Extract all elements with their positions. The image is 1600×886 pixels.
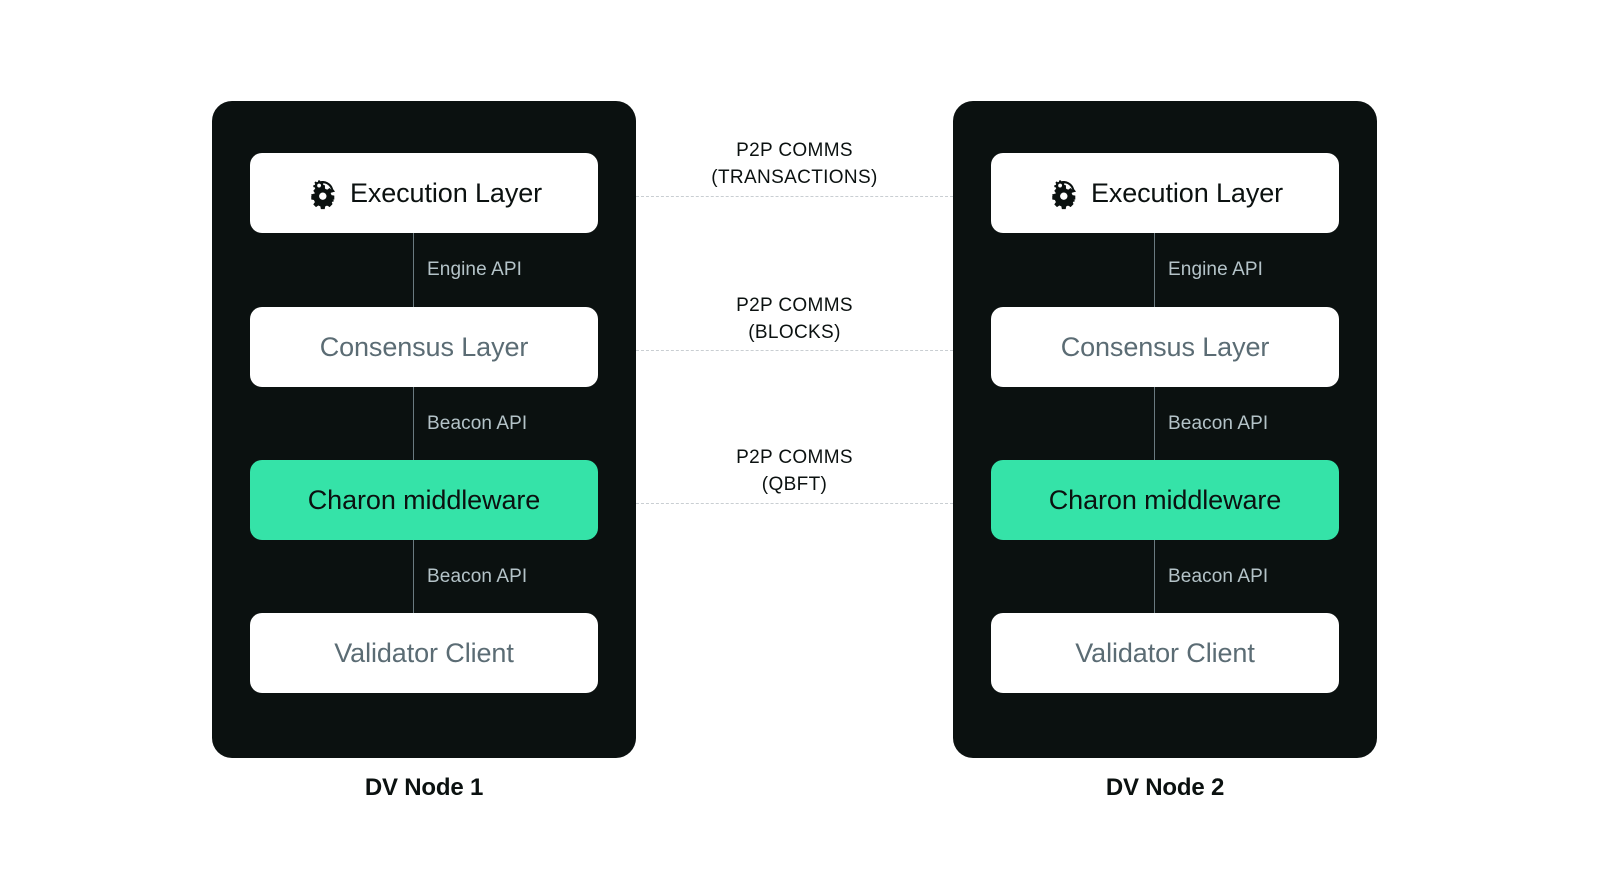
validator-client-label-node1: Validator Client bbox=[334, 637, 514, 668]
validator-client-label-node2: Validator Client bbox=[1075, 637, 1255, 668]
connector-line-engine-api-node1 bbox=[413, 233, 414, 307]
validator-client-box-node2[interactable]: Validator Client bbox=[991, 613, 1339, 693]
dv-node-2-panel: Execution Layer Engine API Consensus Lay… bbox=[953, 101, 1377, 758]
p2p-blocks-line1: P2P COMMS bbox=[736, 295, 853, 316]
p2p-blocks-line2: (BLOCKS) bbox=[748, 322, 841, 343]
dv-node-1-caption: DV Node 1 bbox=[364, 774, 484, 801]
p2p-transactions-label: P2P COMMS (TRANSACTIONS) bbox=[636, 137, 953, 191]
connector-line-beacon-api-lower-node1 bbox=[413, 540, 414, 613]
validator-client-box-node1[interactable]: Validator Client bbox=[250, 613, 598, 693]
p2p-blocks-label: P2P COMMS (BLOCKS) bbox=[636, 292, 953, 346]
engine-api-label-node1: Engine API bbox=[427, 259, 523, 280]
p2p-transactions-dashed-line bbox=[636, 196, 953, 197]
p2p-transactions-line1: P2P COMMS bbox=[736, 140, 853, 161]
beacon-api-lower-label-node2: Beacon API bbox=[1168, 566, 1269, 587]
consensus-layer-label-node2: Consensus Layer bbox=[1060, 331, 1270, 362]
execution-layer-label-node2: Execution Layer bbox=[1090, 177, 1284, 208]
p2p-qbft-line1: P2P COMMS bbox=[736, 447, 853, 468]
connector-line-beacon-api-upper-node1 bbox=[413, 387, 414, 460]
consensus-layer-box-node1[interactable]: Consensus Layer bbox=[250, 307, 598, 387]
gears-cycle-icon bbox=[306, 176, 340, 210]
p2p-transactions-line2: (TRANSACTIONS) bbox=[711, 167, 878, 188]
beacon-api-upper-label-node1: Beacon API bbox=[427, 413, 528, 434]
connector-line-engine-api-node2 bbox=[1154, 233, 1155, 307]
dv-node-2-caption: DV Node 2 bbox=[1105, 774, 1225, 801]
p2p-blocks-dashed-line bbox=[636, 350, 953, 351]
beacon-api-lower-label-node1: Beacon API bbox=[427, 566, 528, 587]
connector-line-beacon-api-upper-node2 bbox=[1154, 387, 1155, 460]
charon-middleware-label-node2: Charon middleware bbox=[1048, 484, 1282, 515]
p2p-qbft-dashed-line bbox=[636, 503, 953, 504]
p2p-qbft-label: P2P COMMS (QBFT) bbox=[636, 444, 953, 498]
execution-layer-box-node1[interactable]: Execution Layer bbox=[250, 153, 598, 233]
execution-layer-box-node2[interactable]: Execution Layer bbox=[991, 153, 1339, 233]
gears-cycle-icon bbox=[1047, 176, 1081, 210]
beacon-api-upper-label-node2: Beacon API bbox=[1168, 413, 1269, 434]
consensus-layer-box-node2[interactable]: Consensus Layer bbox=[991, 307, 1339, 387]
connector-line-beacon-api-lower-node2 bbox=[1154, 540, 1155, 613]
execution-layer-label-node1: Execution Layer bbox=[349, 177, 543, 208]
charon-middleware-box-node2[interactable]: Charon middleware bbox=[991, 460, 1339, 540]
engine-api-label-node2: Engine API bbox=[1168, 259, 1264, 280]
charon-middleware-box-node1[interactable]: Charon middleware bbox=[250, 460, 598, 540]
consensus-layer-label-node1: Consensus Layer bbox=[319, 331, 529, 362]
charon-middleware-label-node1: Charon middleware bbox=[307, 484, 541, 515]
dv-node-1-panel: Execution Layer Engine API Consensus Lay… bbox=[212, 101, 636, 758]
p2p-qbft-line2: (QBFT) bbox=[761, 474, 828, 495]
